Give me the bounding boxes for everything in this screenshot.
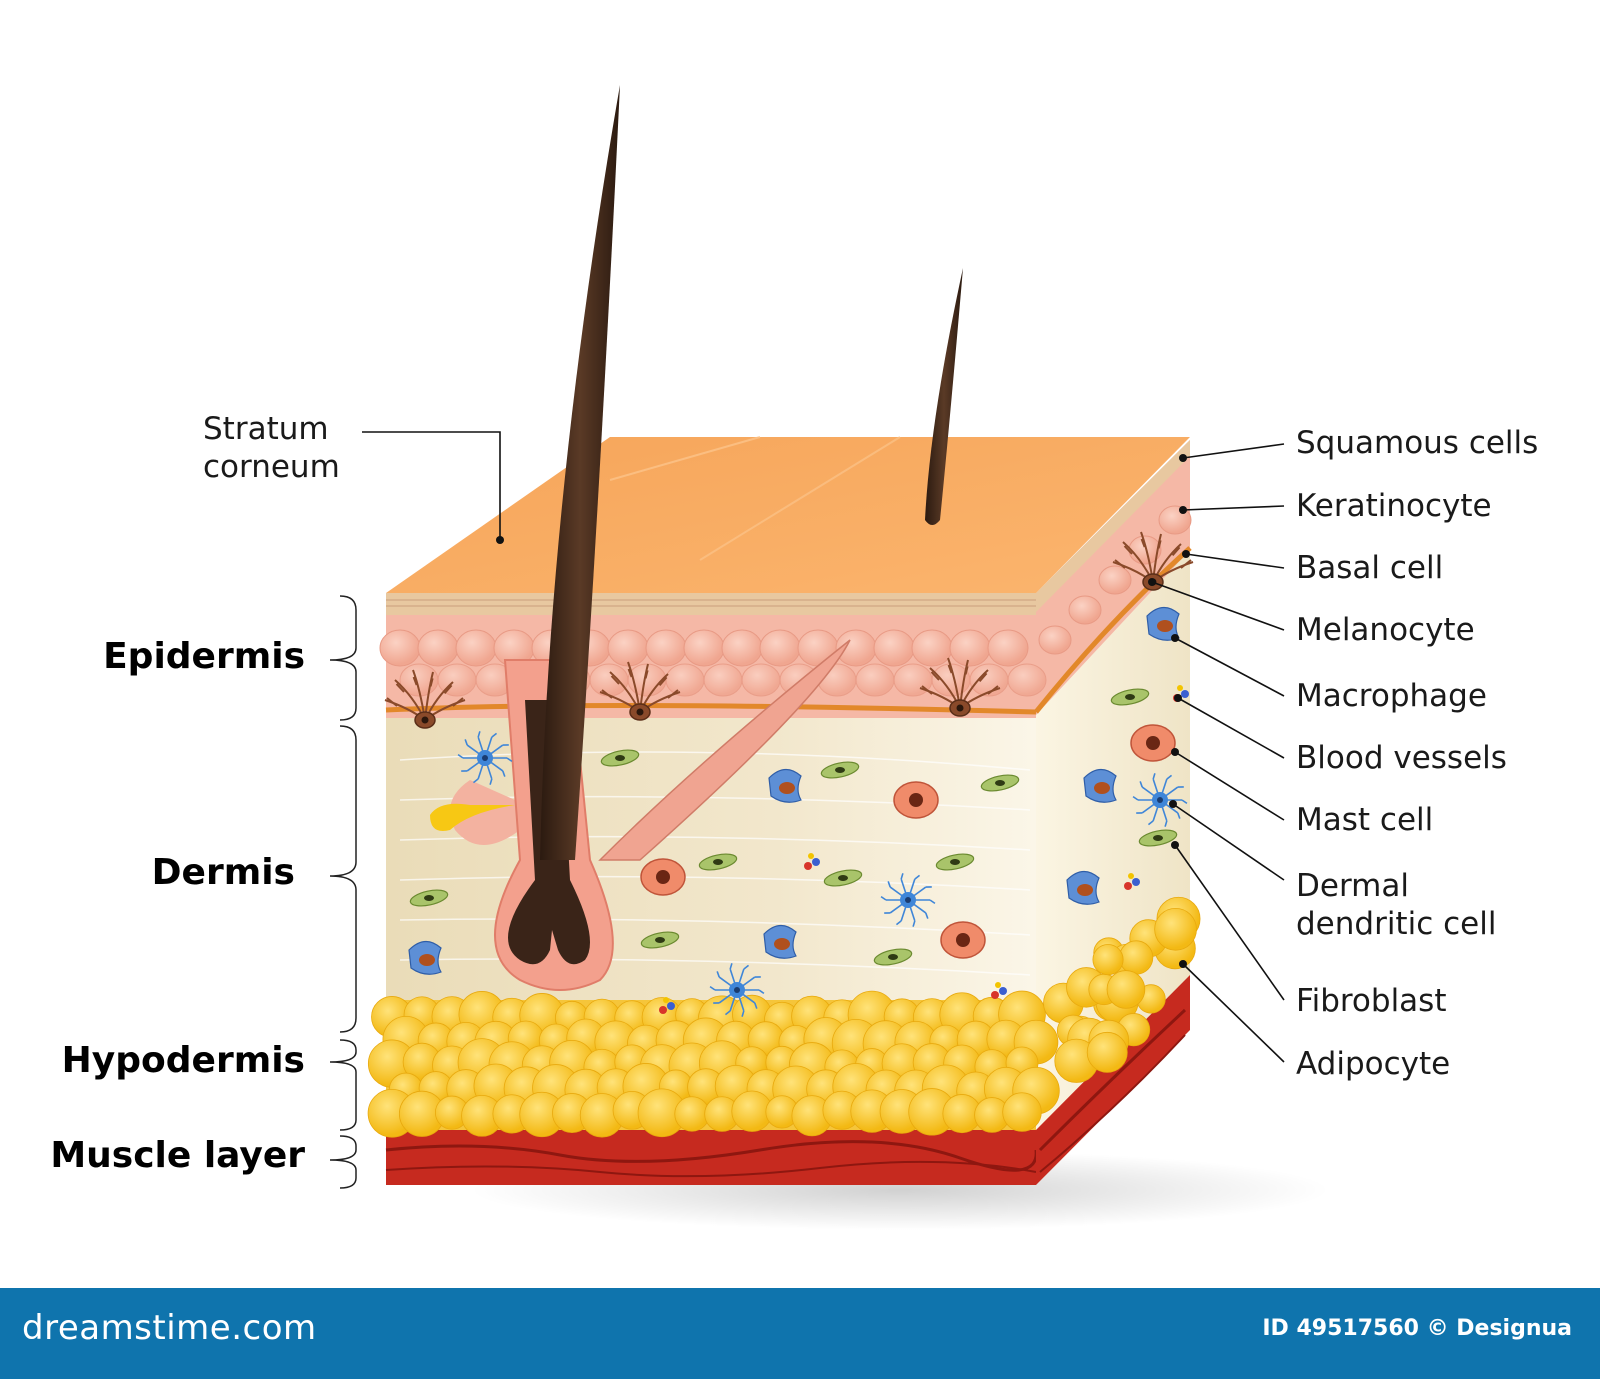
footer-credit: ID 49517560 © Designua (1262, 1316, 1572, 1341)
arrector-pili-muscle (598, 639, 851, 861)
label-dermal-line2: dendritic cell (1296, 906, 1497, 942)
footer-brand[interactable]: dreamstime.com (22, 1308, 317, 1348)
label-squamous-cells: Squamous cells (1296, 425, 1539, 461)
label-dermal-line1: Dermal (1296, 868, 1409, 904)
footer-bar: dreamstime.com ID 49517560 © Designua (0, 1288, 1600, 1379)
skin-cross-section (329, 85, 1330, 1230)
label-blood-vessels: Blood vessels (1296, 740, 1507, 776)
label-macrophage: Macrophage (1296, 678, 1487, 714)
label-stratum-corneum: Stratum corneum (203, 410, 340, 486)
sebaceous-gland (450, 780, 520, 845)
leader-lines (362, 431, 1285, 1063)
long-hair (540, 85, 620, 860)
label-adipocyte: Adipocyte (1296, 1046, 1451, 1082)
label-melanocyte: Melanocyte (1296, 612, 1475, 648)
layer-brackets (329, 595, 357, 1189)
skin-diagram: Stratum corneum Epidermis Dermis Hypoder… (50, 85, 1539, 1230)
label-stratum-line1: Stratum (203, 411, 329, 447)
label-dermis: Dermis (151, 852, 295, 893)
leader-dots (496, 454, 1190, 968)
dermal-cells (408, 606, 1189, 1017)
label-epidermis: Epidermis (103, 636, 305, 677)
adipocyte-cells (367, 896, 1201, 1138)
melanocyte-cells (384, 531, 1194, 729)
basal-layer-line (385, 702, 1037, 715)
label-hypodermis: Hypodermis (61, 1040, 305, 1081)
label-muscle-layer: Muscle layer (50, 1135, 305, 1176)
label-stratum-line2: corneum (203, 449, 340, 485)
label-dermal-dendritic-cell: Dermal dendritic cell (1296, 867, 1496, 943)
label-fibroblast: Fibroblast (1296, 983, 1447, 1019)
short-hair (925, 268, 963, 525)
label-keratinocyte: Keratinocyte (1296, 488, 1492, 524)
label-basal-cell: Basal cell (1296, 550, 1444, 586)
stratum-band (386, 593, 1036, 615)
label-mast-cell: Mast cell (1296, 802, 1434, 838)
